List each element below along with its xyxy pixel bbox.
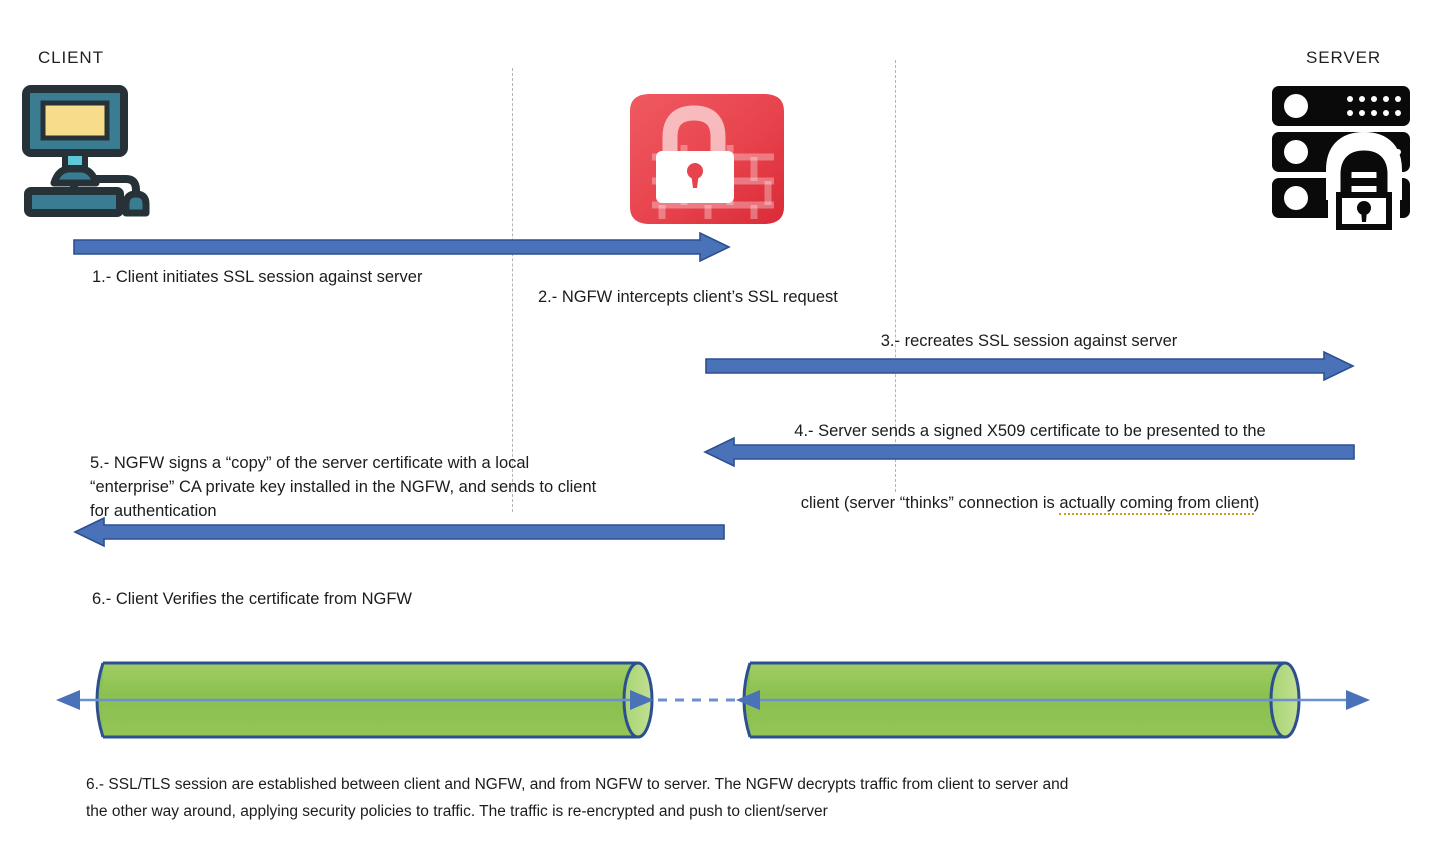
caption-line-2: the other way around, applying security … [86,802,828,820]
server-rack-lock-icon [1266,82,1416,234]
step-4-grammar-marked-text: actually coming from client [1059,493,1254,515]
step-5-text: 5.- NGFW signs a “copy” of the server ce… [90,454,597,520]
bottom-caption: 6.- SSL/TLS session are established betw… [86,772,1406,825]
step-1-arrow [73,231,731,263]
right-tunnel-arrow [736,690,1370,710]
left-tunnel-arrow [56,690,654,710]
desktop-computer-icon [18,84,168,219]
step-5-arrow [73,516,725,548]
step-4-line-2-post: ) [1253,493,1260,512]
step-4-text: 4.- Server sends a signed X509 certifica… [706,396,1354,540]
firewall-padlock-icon [622,89,792,229]
step-3-arrow [705,350,1355,382]
step-3-text: 3.- recreates SSL session against server [880,332,1178,350]
server-label: SERVER [1306,48,1382,67]
step-2-text: 2.- NGFW intercepts client’s SSL request [538,288,838,306]
caption-line-1: 6.- SSL/TLS session are established betw… [86,776,1069,793]
lifeline-firewall-right [895,60,896,492]
ssl-tunnels-group [40,650,1410,750]
step-4-line-2: client (server “thinks” connection is ac… [706,468,1354,516]
lifeline-firewall-left [512,68,513,512]
step-4-arrow [703,436,1355,468]
step-4-line-2-pre: client (server “thinks” connection is [800,493,1060,512]
step-4-line-1: 4.- Server sends a signed X509 certifica… [794,421,1266,440]
client-label: CLIENT [38,48,104,67]
step-6-text: 6.- Client Verifies the certificate from… [92,590,413,608]
step-1-text: 1.- Client initiates SSL session against… [92,268,423,286]
